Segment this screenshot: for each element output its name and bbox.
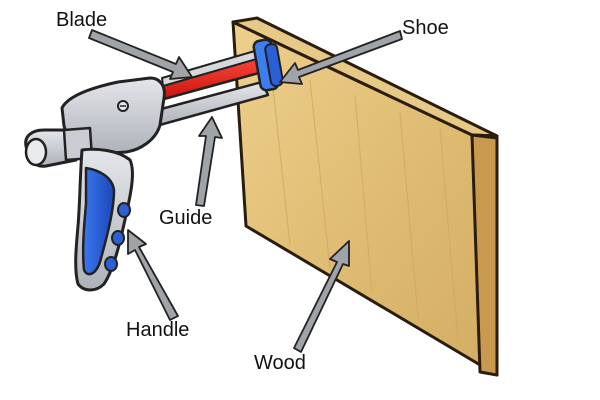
hacksaw-tool [24,38,284,292]
handle-grip [81,166,116,276]
handle-arrow [127,229,179,321]
wood-side-edge-fill [470,133,499,377]
wood-grain [269,59,459,341]
blade-arrow [88,29,193,80]
shoe-arrow [279,30,403,85]
pointer-arrows [88,29,403,353]
shoe [252,38,284,92]
finger-bump-1 [117,202,131,218]
wood-arrow [293,240,350,353]
wood-board [231,16,499,377]
handle-label: Handle [126,319,190,341]
finger-bump-2 [111,230,125,246]
wood-label: Wood [254,352,306,374]
finger-bump-3 [104,256,118,272]
shoe-label: Shoe [402,17,449,39]
blade-label: Blade [56,9,108,31]
guide-label: Guide [159,207,213,229]
guide-arrow [195,116,223,207]
